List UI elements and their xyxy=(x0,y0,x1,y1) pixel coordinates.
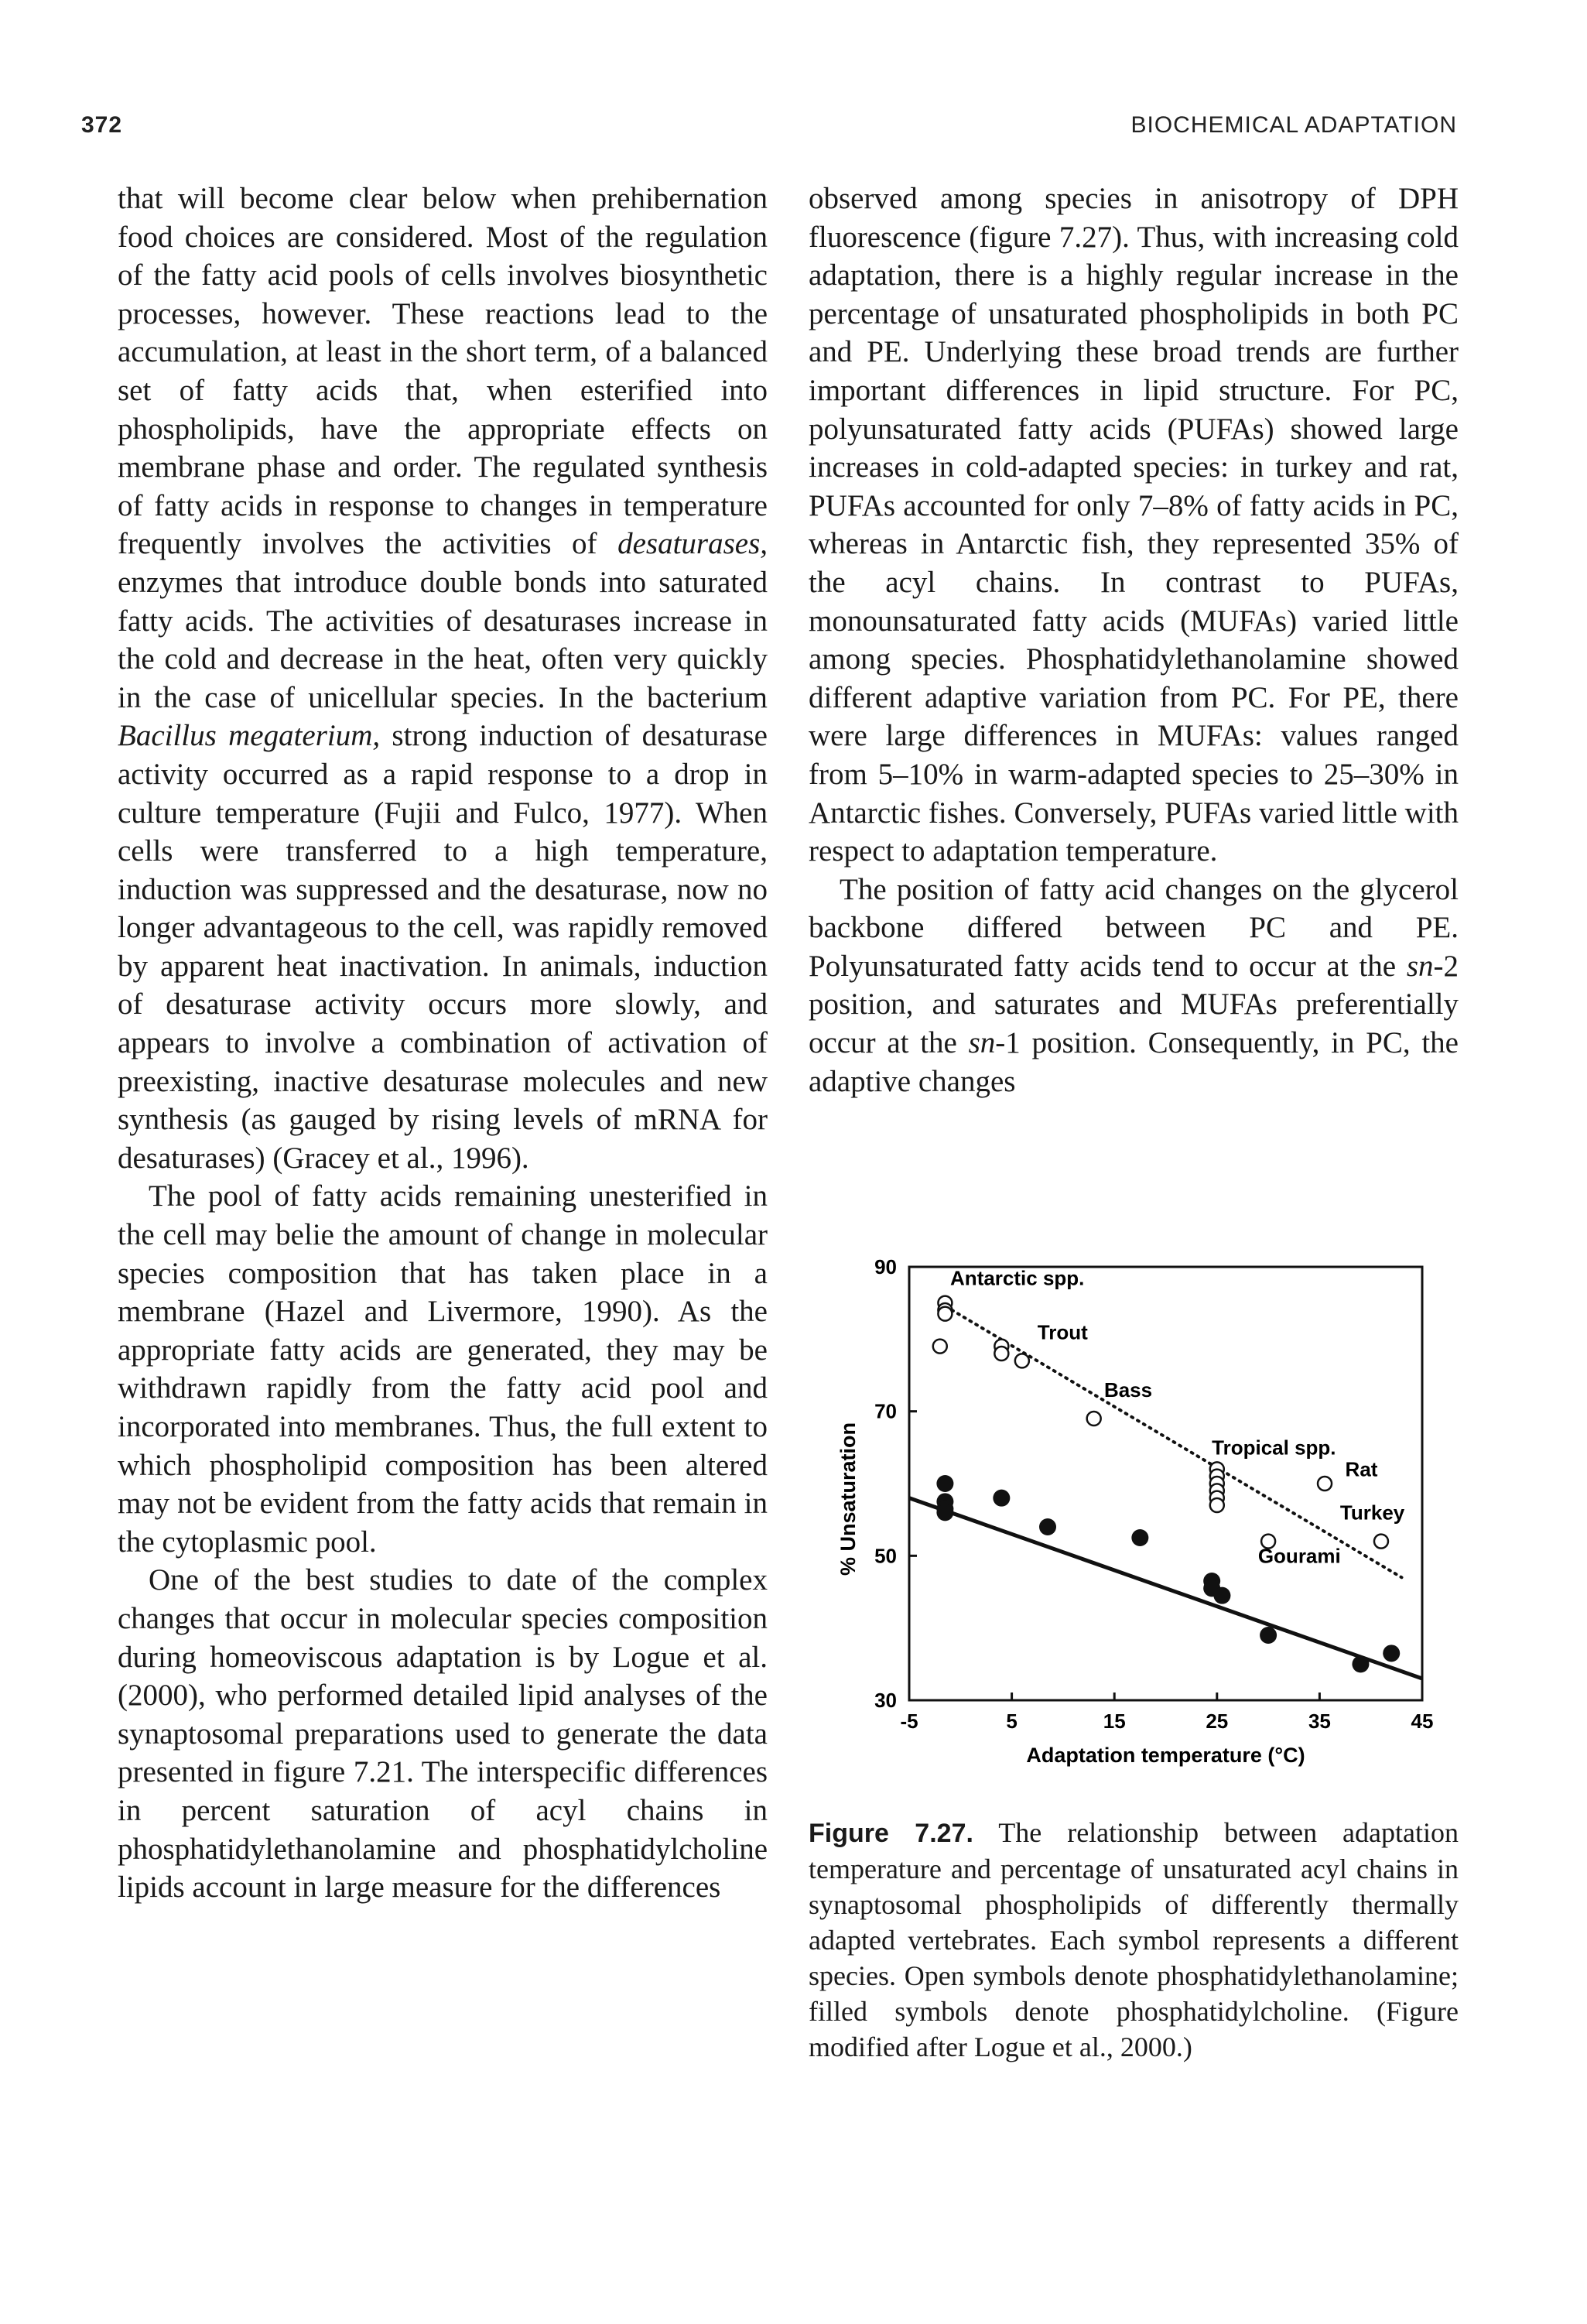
x-tick-label: 35 xyxy=(1308,1710,1331,1733)
data-point-open xyxy=(1086,1410,1102,1427)
y-tick-label: 30 xyxy=(874,1689,897,1712)
data-point-open xyxy=(932,1338,949,1354)
data-point-open xyxy=(994,1345,1010,1362)
data-point-filled xyxy=(993,1489,1011,1507)
data-point-open xyxy=(1373,1533,1390,1549)
data-point-filled xyxy=(936,1475,954,1492)
paragraph: The position of fatty acid changes on th… xyxy=(809,871,1459,1101)
regression-line-pe xyxy=(938,1301,1404,1580)
data-point-filled xyxy=(1213,1586,1231,1604)
paragraph-text: enzymes that introduce double bonds into… xyxy=(118,565,768,714)
data-point-open xyxy=(1209,1497,1226,1514)
regression-line-pc xyxy=(908,1496,1423,1681)
x-tick-label: 5 xyxy=(1006,1710,1017,1733)
data-point-open xyxy=(1014,1353,1031,1369)
paragraph-text: -2 position, and saturates and MUFAs pre… xyxy=(809,949,1459,1060)
paragraph-text: The position of fatty acid changes on th… xyxy=(809,872,1459,983)
figure-caption: Figure 7.27. The relationship between ad… xyxy=(809,1815,1459,2065)
italic-term: sn xyxy=(1406,949,1434,983)
paragraph: One of the best studies to date of the c… xyxy=(118,1563,768,1905)
paragraph-text: -1 position. Consequently, in PC, the ad… xyxy=(809,1026,1459,1098)
y-tick-label: 70 xyxy=(874,1400,897,1423)
species-label: Bass xyxy=(1104,1378,1152,1402)
data-point-open xyxy=(1316,1475,1333,1492)
y-tick-label: 90 xyxy=(874,1255,897,1278)
species-label: Trout xyxy=(1038,1320,1088,1343)
caption-label: Figure 7.27. xyxy=(809,1819,973,1848)
data-point-open xyxy=(937,1306,953,1322)
species-label: Gourami xyxy=(1258,1545,1341,1568)
data-point-open xyxy=(1260,1533,1277,1549)
left-column: that will become clear below when prehib… xyxy=(118,180,768,1907)
page-number: 372 xyxy=(81,112,123,138)
italic-term: sn xyxy=(968,1026,996,1060)
x-tick-label: 45 xyxy=(1411,1710,1434,1733)
right-column: observed among species in anisotropy of … xyxy=(809,180,1459,1100)
data-point-filled xyxy=(1383,1645,1401,1662)
y-axis-title: % Unsaturation xyxy=(836,1422,860,1576)
paragraph: observed among species in anisotropy of … xyxy=(809,182,1459,868)
italic-species: Bacillus megaterium, xyxy=(118,719,381,753)
paragraph-text: strong induction of desaturase activity … xyxy=(118,719,768,1175)
data-point-filled xyxy=(936,1504,954,1521)
plot-frame xyxy=(908,1265,1424,1702)
data-point-filled xyxy=(1352,1655,1370,1673)
x-tick-label: -5 xyxy=(900,1710,918,1733)
paragraph: The pool of fatty acids remaining uneste… xyxy=(118,1179,768,1559)
caption-text: The relationship between adaptation temp… xyxy=(809,1817,1459,2062)
paragraph-text: that will become clear below when prehib… xyxy=(118,182,768,561)
paragraph: that will become clear below when prehib… xyxy=(118,180,768,1177)
x-tick-label: 15 xyxy=(1103,1710,1126,1733)
running-title: BIOCHEMICAL ADAPTATION xyxy=(1130,112,1457,138)
species-label: Turkey xyxy=(1340,1501,1405,1525)
species-label: Antarctic spp. xyxy=(950,1266,1084,1289)
italic-term: desaturases, xyxy=(617,527,768,561)
species-label: Tropical spp. xyxy=(1212,1436,1336,1460)
data-point-filled xyxy=(1260,1627,1277,1644)
data-point-filled xyxy=(1131,1529,1149,1546)
x-tick-label: 25 xyxy=(1206,1710,1228,1733)
x-axis-title: Adaptation temperature (°C) xyxy=(1026,1744,1305,1767)
data-point-filled xyxy=(1039,1518,1057,1535)
y-tick-label: 50 xyxy=(874,1544,897,1567)
species-label: Rat xyxy=(1346,1458,1378,1481)
